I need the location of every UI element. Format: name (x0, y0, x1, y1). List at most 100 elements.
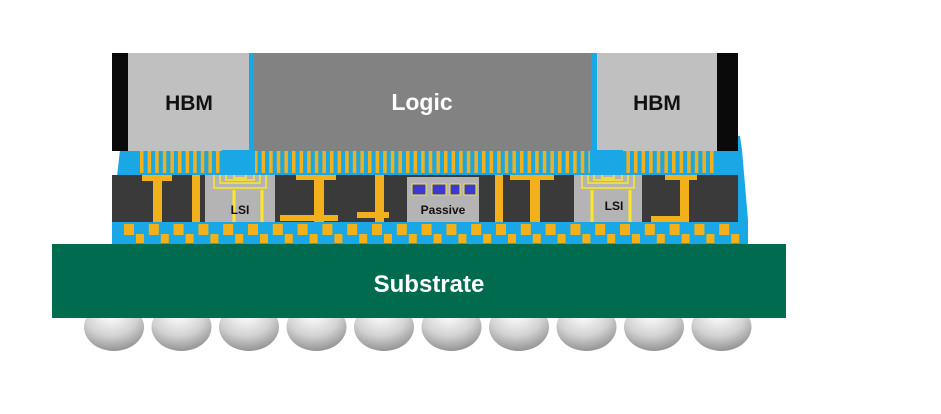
c4-bump (322, 224, 333, 235)
c4-bump (471, 224, 482, 235)
c4-bump (694, 224, 705, 235)
micro-bump (710, 151, 714, 173)
c4-bump-pad (408, 234, 417, 243)
micro-bump (208, 151, 212, 173)
micro-bump (345, 151, 349, 173)
micro-bump (292, 151, 296, 173)
c4-bump (446, 224, 457, 235)
micro-bump (634, 151, 638, 173)
micro-bump (155, 151, 159, 173)
micro-bump (314, 151, 319, 173)
c4-bump (570, 224, 581, 235)
c4-bump (545, 224, 556, 235)
c4-bump-pad (309, 234, 318, 243)
hbm-stack-left (128, 53, 249, 151)
c4-bump (620, 224, 630, 235)
micro-bump (694, 151, 699, 173)
micro-bump (550, 151, 554, 173)
micro-bump (307, 151, 311, 173)
micro-bump (656, 151, 661, 173)
micro-bump (527, 151, 532, 173)
c4-bump (347, 224, 358, 235)
micro-bump (474, 151, 478, 173)
micro-bump (330, 151, 334, 173)
micro-bump (558, 151, 562, 173)
c4-bump-pad (284, 234, 293, 243)
micro-bump (337, 151, 342, 173)
c4-bump (272, 224, 283, 235)
c4-bump (223, 224, 234, 235)
c4-bump-pad (632, 234, 640, 243)
micro-bump (360, 151, 364, 173)
substrate-label: Substrate (374, 271, 485, 298)
micro-bump (565, 151, 570, 173)
c4-bump-pad (384, 234, 392, 243)
underfill-fillet-right (590, 150, 623, 175)
micro-bump (368, 151, 372, 173)
c4-bump (520, 224, 531, 235)
through-mold-vias (142, 175, 697, 222)
logic-die (254, 53, 591, 151)
micro-bump (140, 151, 144, 173)
c4-bump (148, 224, 159, 235)
micro-bump (672, 151, 676, 173)
micro-bump (254, 151, 258, 173)
micro-bump (375, 151, 380, 173)
micro-bump (185, 151, 190, 173)
c4-bump-pad (681, 234, 690, 243)
micro-bump (444, 151, 448, 173)
micro-bump (512, 151, 516, 173)
c4-bump (297, 224, 308, 235)
c4-bump (719, 224, 730, 235)
micro-bump (466, 151, 471, 173)
micro-bump (626, 151, 630, 173)
micro-bump (573, 151, 577, 173)
hbm-stack-right (597, 53, 717, 151)
c4-bump-pad (731, 234, 740, 243)
micro-bump (284, 151, 288, 173)
c4-bump-pad (160, 234, 169, 243)
micro-bump (193, 151, 197, 173)
c4-bump (496, 224, 506, 235)
underfill-fillet-left (222, 150, 255, 175)
substrate (52, 244, 786, 318)
c4-bump-pad (334, 234, 343, 243)
micro-bump (352, 151, 357, 173)
hbm-right-label: HBM (633, 92, 681, 115)
c4-bump-pad (260, 234, 268, 243)
lsi-right-label: LSI (605, 199, 624, 213)
passive-label: Passive (421, 203, 466, 217)
c4-bump-pad (508, 234, 516, 243)
micro-bump (398, 151, 402, 173)
micro-bump (451, 151, 456, 173)
micro-bump (261, 151, 266, 173)
micro-bump (580, 151, 585, 173)
micro-bump (322, 151, 326, 173)
c4-bump-pad (656, 234, 665, 243)
micro-bump (406, 151, 410, 173)
micro-bump (504, 151, 509, 173)
c4-bump (669, 224, 680, 235)
micro-bump (390, 151, 395, 173)
c4-bump-pad (136, 234, 144, 243)
micro-bump (170, 151, 174, 173)
c4-bump-row (124, 224, 740, 243)
c4-bump (396, 224, 407, 235)
micro-bump (147, 151, 152, 173)
micro-bump (428, 151, 433, 173)
c4-bump (124, 224, 134, 235)
hbm-left-label: HBM (165, 92, 213, 115)
micro-bump (489, 151, 494, 173)
micro-bump (497, 151, 501, 173)
micro-bump (299, 151, 304, 173)
c4-bump (372, 224, 382, 235)
micro-bump (413, 151, 418, 173)
c4-bump-pad (483, 234, 492, 243)
micro-bump (200, 151, 205, 173)
c4-bump (595, 224, 606, 235)
c4-bump-pad (557, 234, 566, 243)
micro-bump (421, 151, 425, 173)
micro-bump (542, 151, 547, 173)
c4-bump-pad (706, 234, 715, 243)
